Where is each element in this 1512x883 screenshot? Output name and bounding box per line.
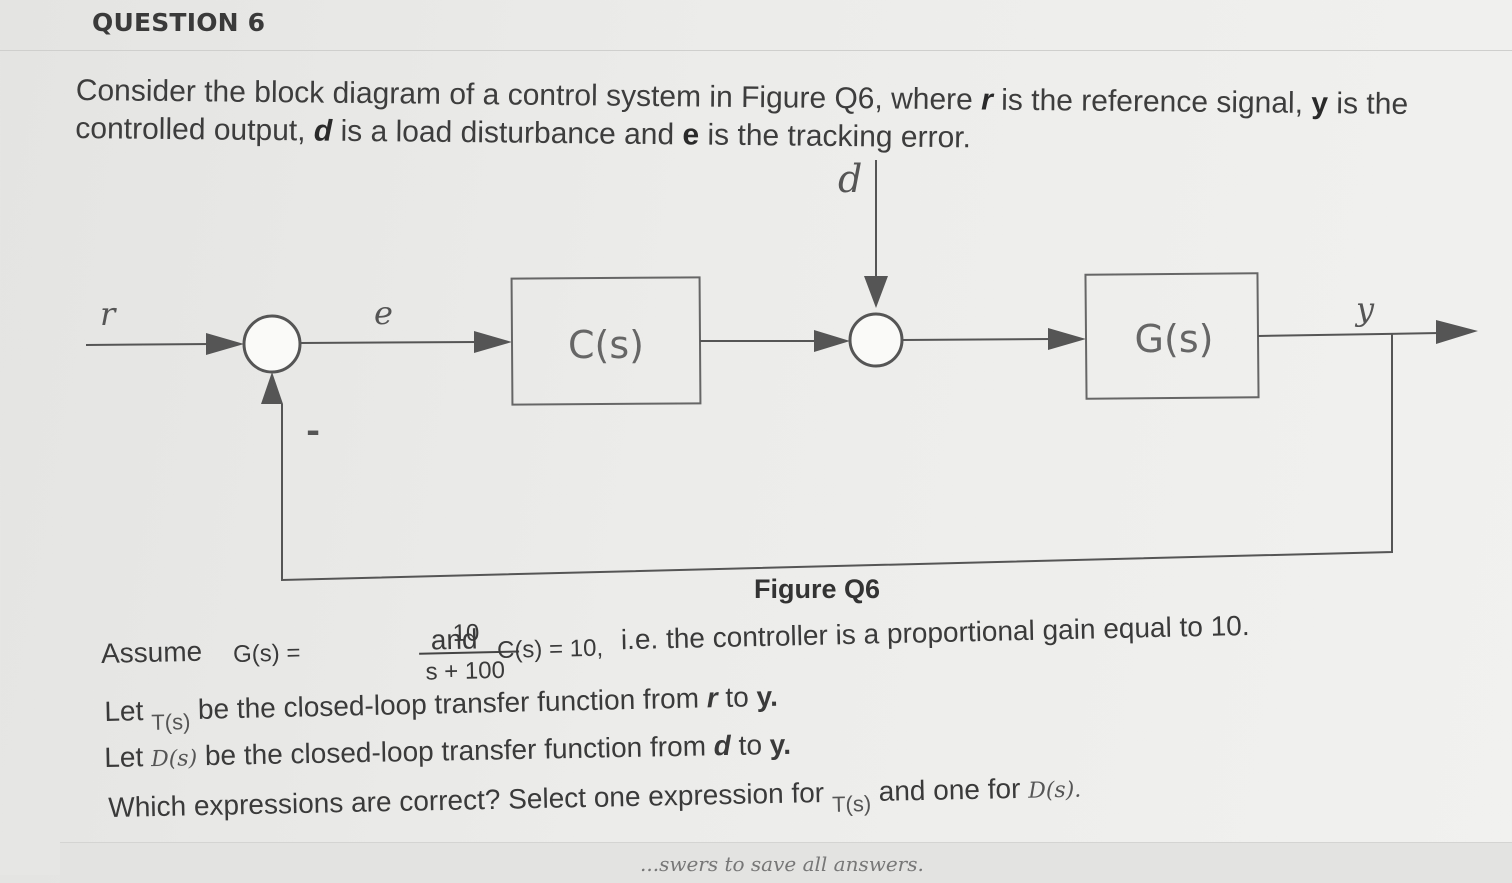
label-y: y [1354,290,1375,328]
label-c: C(s) [568,323,644,367]
intro-text-d: is a load disturbance and [340,114,675,152]
c-of-s-eq: C(s) = 10, [496,634,604,664]
plant-input-arrow [1048,328,1086,350]
intro-text-e: is the tracking error. [707,118,972,155]
let2-to: to [738,729,763,761]
disturbance-arrow [864,276,888,308]
intro-text-a: Consider the block diagram of a control … [75,73,974,117]
let1-r: r [706,682,718,714]
assume-rest: i.e. the controller is a proportional ga… [620,609,1250,656]
intro-d: d [313,114,333,148]
controller-output-arrow [814,330,850,352]
let1-word: Let [104,695,144,727]
label-e: e [374,294,393,332]
feedback-arrow [261,372,283,404]
line-which: Which expressions are correct? Select on… [108,772,1082,824]
intro-e: e [682,118,700,152]
label-g: G(s) [1135,317,1214,361]
question-intro: Consider the block diagram of a control … [75,72,1436,162]
let1-to: to [725,681,750,713]
output-arrow [1436,320,1478,344]
header-divider [0,50,1512,51]
which-and-one-for: and one for [878,772,1021,807]
g-of-s-lhs: G(s) = [232,639,301,668]
label-d: d [838,157,862,201]
which-text: Which expressions are correct? Select on… [108,777,825,823]
let2-y: y. [769,728,792,761]
intro-r: r [981,83,994,117]
ts-symbol: T(s) [151,709,191,735]
assume-and: and [430,623,478,656]
intro-y: y [1311,86,1329,121]
let1-y: y. [756,680,779,713]
let2-d: d [713,729,732,762]
reference-arrow [206,333,244,355]
error-arrow [474,331,512,353]
line-let-ds: Let D(s) be the closed-loop transfer fun… [104,729,791,774]
summing-junction-1 [242,314,302,374]
controller-block [510,276,702,406]
block-diagram: d r - e C(s) G(s) y [85,157,1478,582]
summing-junction-2 [848,312,904,368]
figure-caption: Figure Q6 [754,574,881,604]
let2-word: Let [104,741,144,773]
label-minus: - [306,411,320,451]
reference-line [85,343,213,346]
let2-text: be the closed-loop transfer function fro… [204,730,707,772]
assume-word: Assume [100,635,203,669]
fraction-denominator: s + 100 [425,656,506,686]
plant-input-line [901,338,1053,341]
output-line [1257,332,1441,337]
which-ds-symbol: D(s). [1027,777,1082,804]
intro-text-b: is the reference signal, [1001,83,1304,120]
feedback-path [281,334,1393,582]
error-line [299,341,479,344]
save-all-answers-text: ...swers to save all answers. [640,852,924,876]
question-header: QUESTION 6 [92,8,266,37]
label-r: r [100,295,117,333]
which-ts-symbol: T(s) [831,791,872,817]
ds-symbol: D(s) [150,746,198,773]
